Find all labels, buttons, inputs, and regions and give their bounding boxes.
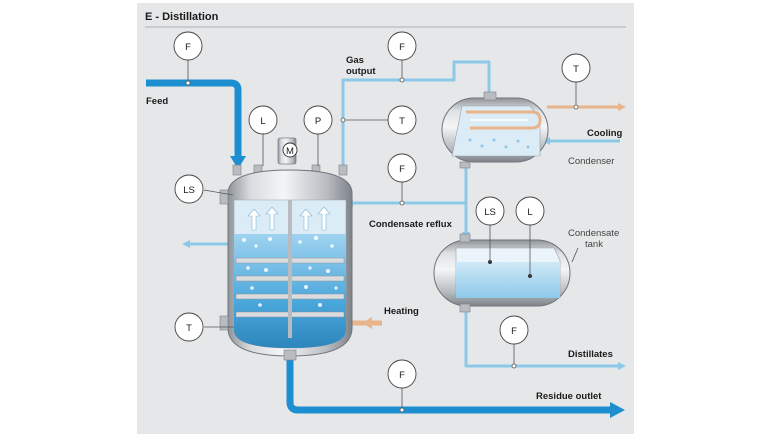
- instrument-pressure-column: P: [303, 105, 333, 135]
- arrow-residue: [610, 402, 625, 418]
- instrument-temp-gas: T: [387, 105, 417, 135]
- label-residue-outlet: Residue outlet: [536, 391, 602, 402]
- instrument-levelswitch-column: LS: [174, 174, 204, 204]
- instrument-level-tank: L: [515, 196, 545, 226]
- residue-pipe: [286, 358, 612, 414]
- arrow-side-outlet: [182, 240, 190, 248]
- svg-text:P: P: [315, 116, 321, 127]
- svg-text:F: F: [399, 164, 405, 175]
- svg-text:LS: LS: [484, 207, 496, 218]
- panel-background: [137, 3, 634, 434]
- instrument-flow-distillates: F: [499, 315, 529, 345]
- svg-text:T: T: [573, 64, 579, 75]
- svg-text:T: T: [186, 323, 192, 334]
- label-condensate-reflux: Condensate reflux: [369, 219, 453, 230]
- distillation-column: [219, 137, 353, 361]
- instrument-leaders: [187, 60, 579, 410]
- label-heating: Heating: [384, 306, 419, 317]
- condenser-vessel: [441, 91, 549, 169]
- svg-text:F: F: [399, 370, 405, 381]
- condensate-tank: [433, 233, 571, 313]
- instrument-flow-reflux: F: [387, 153, 417, 183]
- motor-icon: [282, 142, 298, 158]
- svg-text:L: L: [260, 116, 265, 127]
- label-gas-output-line2: output: [346, 66, 376, 77]
- arrow-feed: [230, 156, 246, 169]
- label-condensate-tank-line1: Condensate: [568, 228, 619, 239]
- feed-pipe: [146, 79, 242, 158]
- instrument-levelswitch-tank: LS: [475, 196, 505, 226]
- svg-text:L: L: [527, 207, 532, 218]
- svg-text:F: F: [511, 326, 517, 337]
- svg-text:F: F: [399, 42, 405, 53]
- arrow-heating: [362, 317, 372, 329]
- instrument-flow-gas: F: [387, 31, 417, 61]
- instrument-temp-condenser: T: [561, 53, 591, 83]
- arrow-distillates: [618, 362, 626, 370]
- motor-label: M: [286, 146, 294, 157]
- instrument-temp-column: T: [174, 312, 204, 342]
- instrument-flow-feed: F: [173, 31, 203, 61]
- label-cooling: Cooling: [587, 128, 623, 139]
- thin-pipes: [187, 60, 620, 368]
- instrument-level-column: L: [248, 105, 278, 135]
- diagram-title: E - Distillation: [145, 11, 219, 23]
- instrument-flow-residue: F: [387, 359, 417, 389]
- label-condenser: Condenser: [568, 156, 614, 167]
- leader-dots: [185, 77, 579, 413]
- arrow-condenser-outlet: [618, 103, 626, 111]
- svg-text:F: F: [185, 42, 191, 53]
- svg-text:T: T: [399, 116, 405, 127]
- label-condensate-tank-line2: tank: [585, 239, 603, 250]
- label-gas-output-line1: Gas: [346, 55, 364, 66]
- label-feed: Feed: [146, 96, 168, 107]
- label-distillates: Distillates: [568, 349, 613, 360]
- svg-text:LS: LS: [183, 185, 195, 196]
